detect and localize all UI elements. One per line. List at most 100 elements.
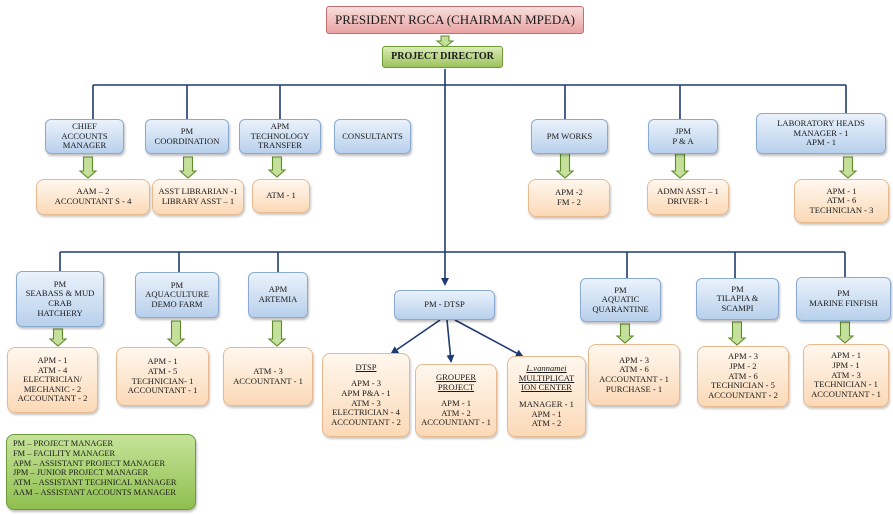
l-vannamei-multiplication-center-box-line: APM - 1 xyxy=(531,408,562,419)
dtsp-unit-box-line: APM P&A - 1 xyxy=(341,387,391,398)
dtsp-unit-box-line: ATM - 3 xyxy=(351,397,381,408)
pm-marine-finfish-box-line: MARINE FINFISH xyxy=(809,298,878,308)
president-label: PRESIDENT RGCA (CHAIRMAN MPEDA) xyxy=(335,11,575,27)
apm-artemia-box-line: ARTEMIA xyxy=(258,294,298,304)
pm-aquaculture-demo-farm-staff-box-line: ATM - 5 xyxy=(147,365,178,376)
pm-works-staff-box-line: APM -2 xyxy=(555,187,583,198)
legend-entry: FM – FACILITY MANAGER xyxy=(13,448,116,458)
pm-tilapia-scampi-staff-box-line: ACCOUNTANT - 2 xyxy=(708,389,778,400)
apm-technology-transfer-box-line: TECHNOLOGY xyxy=(250,130,310,141)
pm-tilapia-scampi-staff-box-line: TECHNICIAN - 5 xyxy=(711,380,775,391)
jpm-p-and-a-box-line: JPM xyxy=(675,125,691,136)
pm-aquaculture-demo-farm-box-line: PM xyxy=(170,279,184,290)
pm-marine-finfish-staff-box-line: JPM - 1 xyxy=(832,360,860,371)
down-arrow-icon xyxy=(166,320,186,347)
pm-marine-finfish-staff-box-line: ACCOUNTANT - 1 xyxy=(811,388,881,399)
pm-seabass-mud-crab-hatchery-staff-box-line: MECHANIC - 2 xyxy=(23,383,82,394)
dtsp-unit-box-line: APM - 3 xyxy=(350,378,382,389)
pm-works-box-line: PM WORKS xyxy=(546,130,593,141)
legend-entry: JPM – JUNIOR PROJECT MANAGER xyxy=(13,468,149,478)
pm-coordination-staff-box-line: ASST LIBRARIAN -1 xyxy=(158,186,238,197)
down-arrow-icon xyxy=(267,320,287,347)
consultants-box-line: CONSULTANTS xyxy=(342,130,403,141)
grouper-project-box-line: PROJECT xyxy=(437,381,475,392)
chief-accounts-manager-staff-box-line: ACCOUNTANT S - 4 xyxy=(54,196,132,206)
pm-marine-finfish-staff-box-line: APM - 1 xyxy=(830,350,862,361)
laboratory-heads-box-line: APM - 1 xyxy=(805,137,837,148)
pm-seabass-mud-crab-hatchery-staff-box-line: ACCOUNTANT - 2 xyxy=(17,393,88,404)
down-arrow-icon xyxy=(267,156,287,178)
pm-aquatic-quarantine-staff-box-line: ATM - 6 xyxy=(619,364,649,375)
pm-aquatic-quarantine-box-line: QUARANTINE xyxy=(592,303,649,314)
down-arrow-icon xyxy=(615,323,635,344)
jpm-p-and-a-box-line: P & A xyxy=(672,135,694,146)
l-vannamei-multiplication-center-box-line: ATM - 2 xyxy=(531,418,562,429)
pm-seabass-mud-crab-hatchery-staff-box-line: ELECTRICIAN/ xyxy=(23,374,82,385)
president-box: PRESIDENT RGCA (CHAIRMAN MPEDA) xyxy=(326,6,584,34)
down-arrow-icon xyxy=(48,328,68,347)
pm-dtsp-box-line: PM - DTSP xyxy=(424,299,465,310)
pm-coordination-staff-box-line: LIBRARY ASST – 1 xyxy=(161,196,235,206)
apm-technology-transfer-staff-box: ATM - 1 xyxy=(252,179,310,213)
dtsp-unit-box-line: ELECTRICIAN - 4 xyxy=(332,407,400,418)
pm-aquatic-quarantine-staff-box-line: APM - 3 xyxy=(618,354,650,365)
pm-tilapia-scampi-staff-box-line: ATM - 6 xyxy=(728,370,758,381)
jpm-p-and-a-staff-box-line: ADMN ASST – 1 xyxy=(657,186,719,197)
down-arrow-icon xyxy=(670,153,690,179)
dtsp-unit-box-line: DTSP xyxy=(355,361,377,372)
jpm-p-and-a-staff-box-line: DRIVER- 1 xyxy=(667,196,709,206)
project-director-box: PROJECT DIRECTOR xyxy=(382,46,503,68)
l-vannamei-multiplication-center-box-line: MULTIPLICAT xyxy=(518,372,575,383)
pm-works-staff-box-line: FM - 2 xyxy=(557,197,581,207)
legend-entry: ATM – ASSISTANT TECHNICAL MANAGER xyxy=(13,478,177,487)
dtsp-unit-box-line: ACCOUNTANT - 2 xyxy=(331,416,401,427)
grouper-project-box-line: GROUPER xyxy=(435,371,477,382)
pm-marine-finfish-staff-box-line: TECHNICIAN - 1 xyxy=(814,379,878,390)
pm-aquaculture-demo-farm-staff-box-line: APM - 1 xyxy=(147,356,178,367)
apm-technology-transfer-box-line: TRANSFER xyxy=(258,140,302,151)
pm-aquaculture-demo-farm-staff-box-line: TECHNICIAN- 1 xyxy=(131,375,194,386)
grouper-project-box-line: APM - 1 xyxy=(440,398,472,409)
pm-aquaculture-demo-farm-box-line: DEMO FARM xyxy=(151,298,203,309)
pm-seabass-mud-crab-hatchery-box-line: SEABASS & MUD xyxy=(25,288,95,299)
pm-seabass-mud-crab-hatchery-box-line: CRAB xyxy=(48,298,72,308)
l-vannamei-multiplication-center-box-line: MANAGER - 1 xyxy=(519,399,574,409)
legend-entry: APM – ASSISTANT PROJECT MANAGER xyxy=(13,458,166,468)
apm-artemia-staff-box-line: ACCOUNTANT - 1 xyxy=(233,375,303,386)
chief-accounts-manager-box-line: ACCOUNTS xyxy=(61,130,108,141)
laboratory-heads-staff-box-line: ATM - 6 xyxy=(826,195,857,206)
pm-seabass-mud-crab-hatchery-box-line: PM xyxy=(53,278,67,289)
pm-seabass-mud-crab-hatchery-staff-box-line: ATM - 4 xyxy=(37,364,68,375)
l-vannamei-multiplication-center-box-line: L.vannamei xyxy=(526,363,567,374)
pm-aquatic-quarantine-box-line: PM xyxy=(614,284,627,295)
apm-technology-transfer-staff-box-line: ATM - 1 xyxy=(266,190,296,201)
pm-works-box: PM WORKS xyxy=(531,119,608,154)
pm-aquatic-quarantine-box-line: AQUATIC xyxy=(601,294,640,305)
laboratory-heads-staff-box-line: APM - 1 xyxy=(826,185,857,196)
down-arrow-icon xyxy=(838,156,858,179)
legend-entry: PM – PROJECT MANAGER xyxy=(13,439,114,448)
pm-tilapia-scampi-staff-box-line: JPM - 2 xyxy=(729,361,757,372)
pm-coordination-box-line: PM xyxy=(180,125,194,136)
